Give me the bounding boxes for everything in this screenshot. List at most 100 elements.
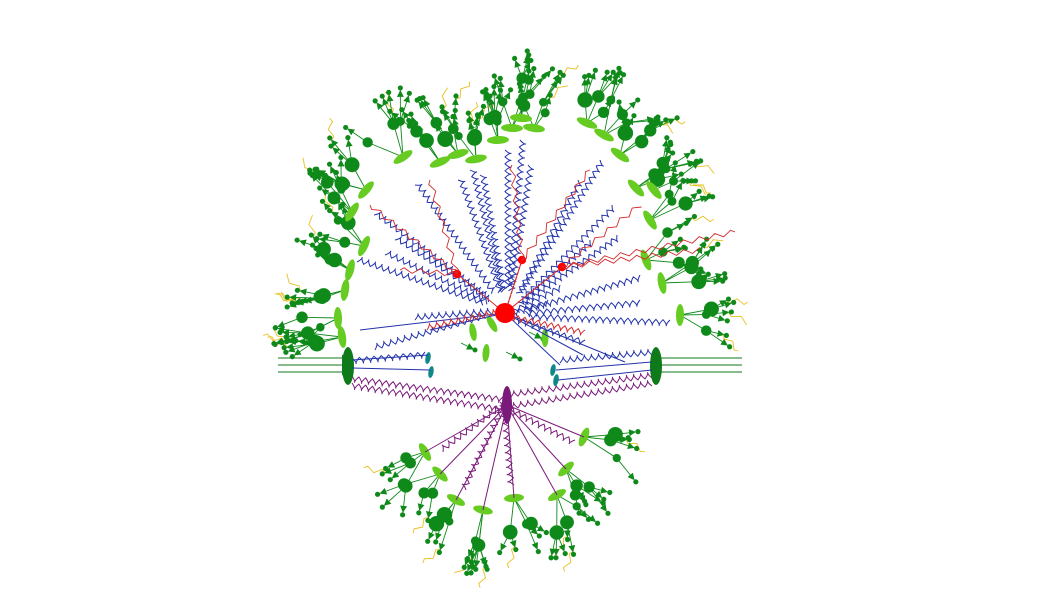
hadron-icon — [326, 161, 333, 167]
hadron-icon — [625, 435, 631, 441]
hadron-icon — [450, 113, 456, 120]
hadron-icon — [535, 548, 541, 555]
hadron-icon — [528, 57, 534, 64]
hadron-icon — [553, 555, 559, 561]
hadron-icon — [294, 287, 301, 293]
gluon-icon — [513, 284, 561, 313]
hadron-icon — [436, 549, 442, 555]
cluster-icon — [340, 279, 350, 301]
hard-process-line — [456, 273, 506, 314]
hadron-icon — [374, 491, 381, 497]
hadron-track — [416, 125, 427, 141]
hadron-track — [649, 194, 670, 221]
hadron-track — [662, 240, 679, 253]
photon-icon — [728, 311, 747, 326]
hadron-track — [500, 531, 511, 551]
gluon-icon — [504, 312, 586, 336]
cluster-icon — [345, 202, 359, 222]
gluon-icon — [461, 404, 508, 491]
hadron-track — [610, 70, 621, 101]
hadron-layer — [271, 48, 737, 576]
hard-process-propagator — [504, 259, 523, 314]
hadron-track — [544, 96, 552, 113]
radiation-line — [561, 206, 642, 268]
photon-icon — [286, 273, 301, 292]
remnant-line — [351, 354, 429, 361]
hadron-track — [566, 522, 576, 553]
cluster-layer — [333, 113, 685, 515]
hadron-icon — [328, 143, 334, 149]
photon-icon — [308, 214, 316, 238]
hadron-track — [517, 81, 525, 98]
hadron-icon — [497, 75, 503, 81]
hadron-icon — [705, 271, 711, 277]
hadron-icon — [547, 92, 553, 98]
hadron-icon — [480, 89, 486, 95]
hadron-icon — [631, 113, 637, 119]
hadron-icon — [406, 117, 412, 124]
hadron-icon — [439, 104, 445, 110]
mpi-line — [506, 404, 567, 470]
hadron-track — [573, 495, 581, 512]
hadron-track — [458, 135, 477, 160]
gluon-icon — [510, 372, 653, 398]
gluon-icon — [559, 348, 653, 364]
hadron-track — [583, 436, 617, 459]
gluon-icon — [508, 164, 534, 292]
hadron-icon — [722, 271, 728, 277]
hadron-track — [321, 189, 335, 199]
hadron-track — [624, 117, 634, 134]
gluon-icon — [394, 236, 490, 303]
hadron-icon — [635, 97, 641, 103]
cluster-icon — [541, 329, 549, 347]
hadron-icon — [379, 504, 385, 510]
hadron-track — [367, 141, 404, 158]
hadron-icon — [461, 564, 467, 570]
hadron-icon — [663, 117, 669, 123]
hadron-icon — [723, 332, 730, 338]
hadron-track — [277, 325, 308, 334]
hadron-icon — [317, 185, 323, 191]
hadron-icon — [319, 198, 326, 204]
mpi-line — [506, 404, 585, 438]
hadron-track — [347, 128, 368, 143]
hadron-icon — [664, 135, 670, 141]
hadron-icon — [343, 124, 349, 131]
hadron-icon — [526, 52, 532, 58]
remnant-line — [557, 369, 653, 381]
hadron-track — [319, 254, 335, 261]
hadron-icon — [724, 318, 730, 324]
gluon-icon — [351, 375, 504, 403]
hadron-icon — [706, 193, 712, 199]
hadron-track — [435, 124, 446, 140]
hadron-track — [488, 98, 496, 117]
hadron-icon — [539, 97, 548, 107]
hadron-icon — [672, 160, 678, 166]
hadron-track — [345, 139, 353, 165]
hadron-icon — [289, 300, 295, 306]
hadron-icon — [621, 111, 627, 117]
cluster-icon — [486, 316, 498, 332]
hadron-icon — [491, 73, 497, 79]
radiation-line — [561, 229, 736, 270]
hadron-icon — [670, 150, 676, 156]
hadron-icon — [691, 213, 698, 220]
hadron-track — [497, 80, 505, 102]
hadron-icon — [445, 517, 454, 526]
cluster-icon — [501, 123, 523, 133]
hadron-icon — [416, 510, 422, 516]
hadron-icon — [725, 296, 732, 302]
hadron-track — [576, 485, 586, 503]
photon-icon — [478, 566, 487, 588]
hadron-track — [418, 101, 437, 124]
hadron-track — [619, 130, 651, 156]
hadron-track — [588, 486, 607, 512]
hadron-track — [391, 462, 411, 479]
hadron-icon — [582, 74, 588, 80]
gluon-icon — [426, 307, 506, 331]
hadron-icon — [383, 465, 389, 472]
hadron-icon — [583, 502, 589, 508]
hadron-icon — [317, 231, 323, 237]
gluon-icon — [414, 183, 495, 294]
hadron-icon — [414, 97, 420, 103]
